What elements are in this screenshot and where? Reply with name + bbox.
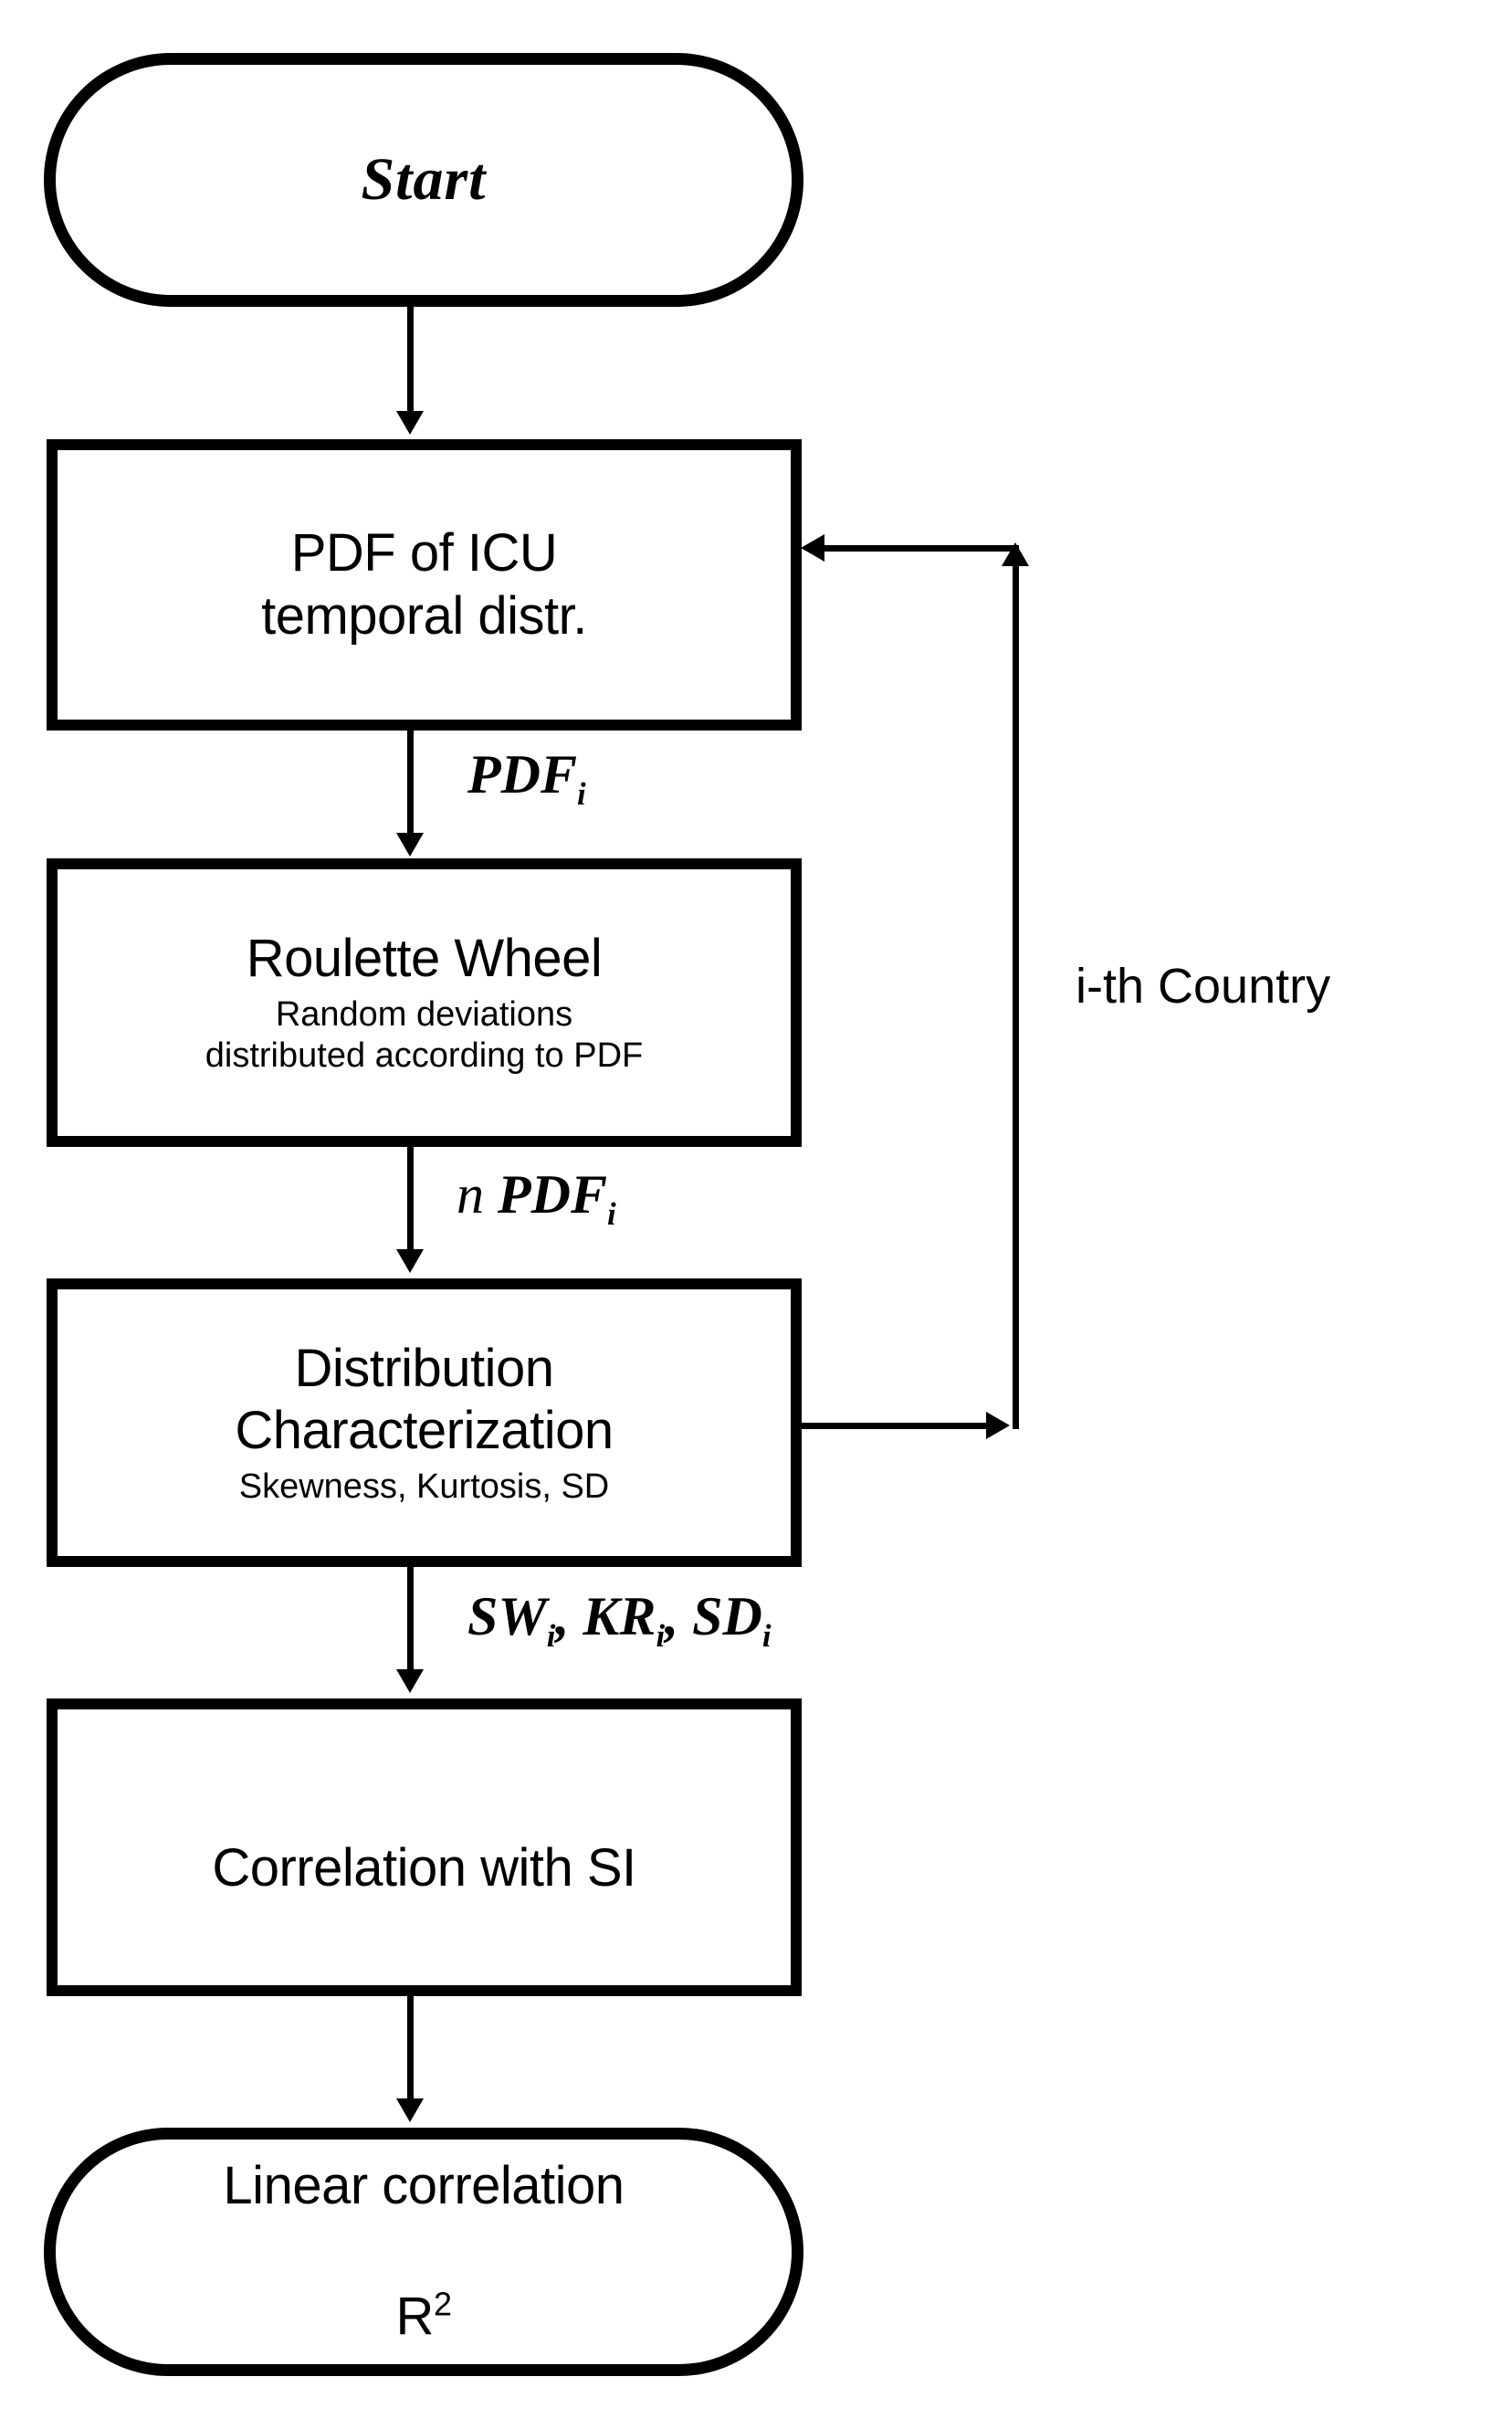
feedback-arrowhead-into-pdf — [801, 534, 824, 562]
edge-start-to-pdf-line — [407, 307, 414, 416]
feedback-top-horizontal-line — [824, 545, 1019, 552]
edge-corr-to-end-arrowhead — [396, 2098, 424, 2122]
feedback-loop-label: i-th Country — [1076, 959, 1331, 1014]
node-linear-correlation-label: Linear correlation — [223, 2156, 625, 2216]
edge-label-n-pdf-i-base: PDF — [498, 1164, 607, 1225]
edge-label-sd-base: SD — [692, 1586, 762, 1646]
node-roulette-wheel-sublabel: Random deviations distributed according … — [205, 994, 644, 1076]
edge-label-pdf-i-base: PDF — [467, 744, 577, 804]
edge-roulette-to-dist-arrowhead — [396, 1249, 424, 1273]
feedback-bottom-horizontal-line — [802, 1423, 989, 1429]
edge-pdf-to-roulette-line — [407, 731, 414, 840]
edge-label-n-pdf-i-prefix: n — [457, 1164, 498, 1225]
edge-label-pdf-i: PDFi — [467, 747, 586, 811]
edge-dist-to-corr-line — [407, 1567, 414, 1675]
feedback-arrowhead-to-riser — [986, 1412, 1010, 1439]
edge-roulette-to-dist-line — [407, 1147, 414, 1255]
edge-label-sw-sub: i — [546, 1618, 556, 1654]
node-correlation-with-si[interactable]: Correlation with SI — [47, 1698, 802, 1996]
feedback-vertical-line — [1013, 566, 1019, 1429]
feedback-arrowhead-up — [1002, 542, 1029, 566]
edge-label-n-pdf-i: n PDFi — [457, 1167, 616, 1231]
node-start[interactable]: Start — [44, 53, 803, 307]
edge-dist-to-corr-arrowhead — [396, 1669, 424, 1693]
node-pdf-of-icu[interactable]: PDF of ICU temporal distr. — [47, 439, 802, 731]
node-roulette-wheel[interactable]: Roulette Wheel Random deviations distrib… — [47, 858, 802, 1147]
edge-label-pdf-i-sub: i — [577, 776, 586, 812]
edge-label-kr-sub: i — [656, 1618, 666, 1654]
node-distribution-characterization[interactable]: Distribution Characterization Skewness, … — [47, 1278, 802, 1567]
node-distribution-characterization-sublabel: Skewness, Kurtosis, SD — [238, 1467, 610, 1506]
edge-label-sw-base: SW — [467, 1586, 547, 1646]
node-roulette-wheel-label: Roulette Wheel — [246, 929, 603, 989]
node-distribution-characterization-label: Distribution Characterization — [235, 1338, 614, 1461]
node-linear-correlation[interactable]: Linear correlation R2 — [44, 2128, 803, 2376]
edge-label-kr-base: KR — [583, 1586, 656, 1646]
edge-start-to-pdf-arrowhead — [396, 411, 424, 435]
edge-pdf-to-roulette-arrowhead — [396, 833, 424, 857]
node-linear-correlation-r-squared: R2 — [396, 2224, 452, 2349]
edge-label-n-pdf-i-sub: i — [607, 1196, 616, 1232]
edge-corr-to-end-line — [407, 1996, 414, 2104]
edge-label-sd-sub: i — [761, 1618, 772, 1654]
node-pdf-of-icu-label: PDF of ICU temporal distr. — [261, 523, 587, 646]
edge-label-sw-kr-sd: SWi, KRi, SDi — [467, 1586, 772, 1654]
node-correlation-with-si-label: Correlation with SI — [212, 1837, 636, 1898]
r-squared-base: R — [395, 2287, 435, 2347]
r-squared-exponent: 2 — [433, 2285, 452, 2323]
node-start-label: Start — [361, 146, 487, 213]
